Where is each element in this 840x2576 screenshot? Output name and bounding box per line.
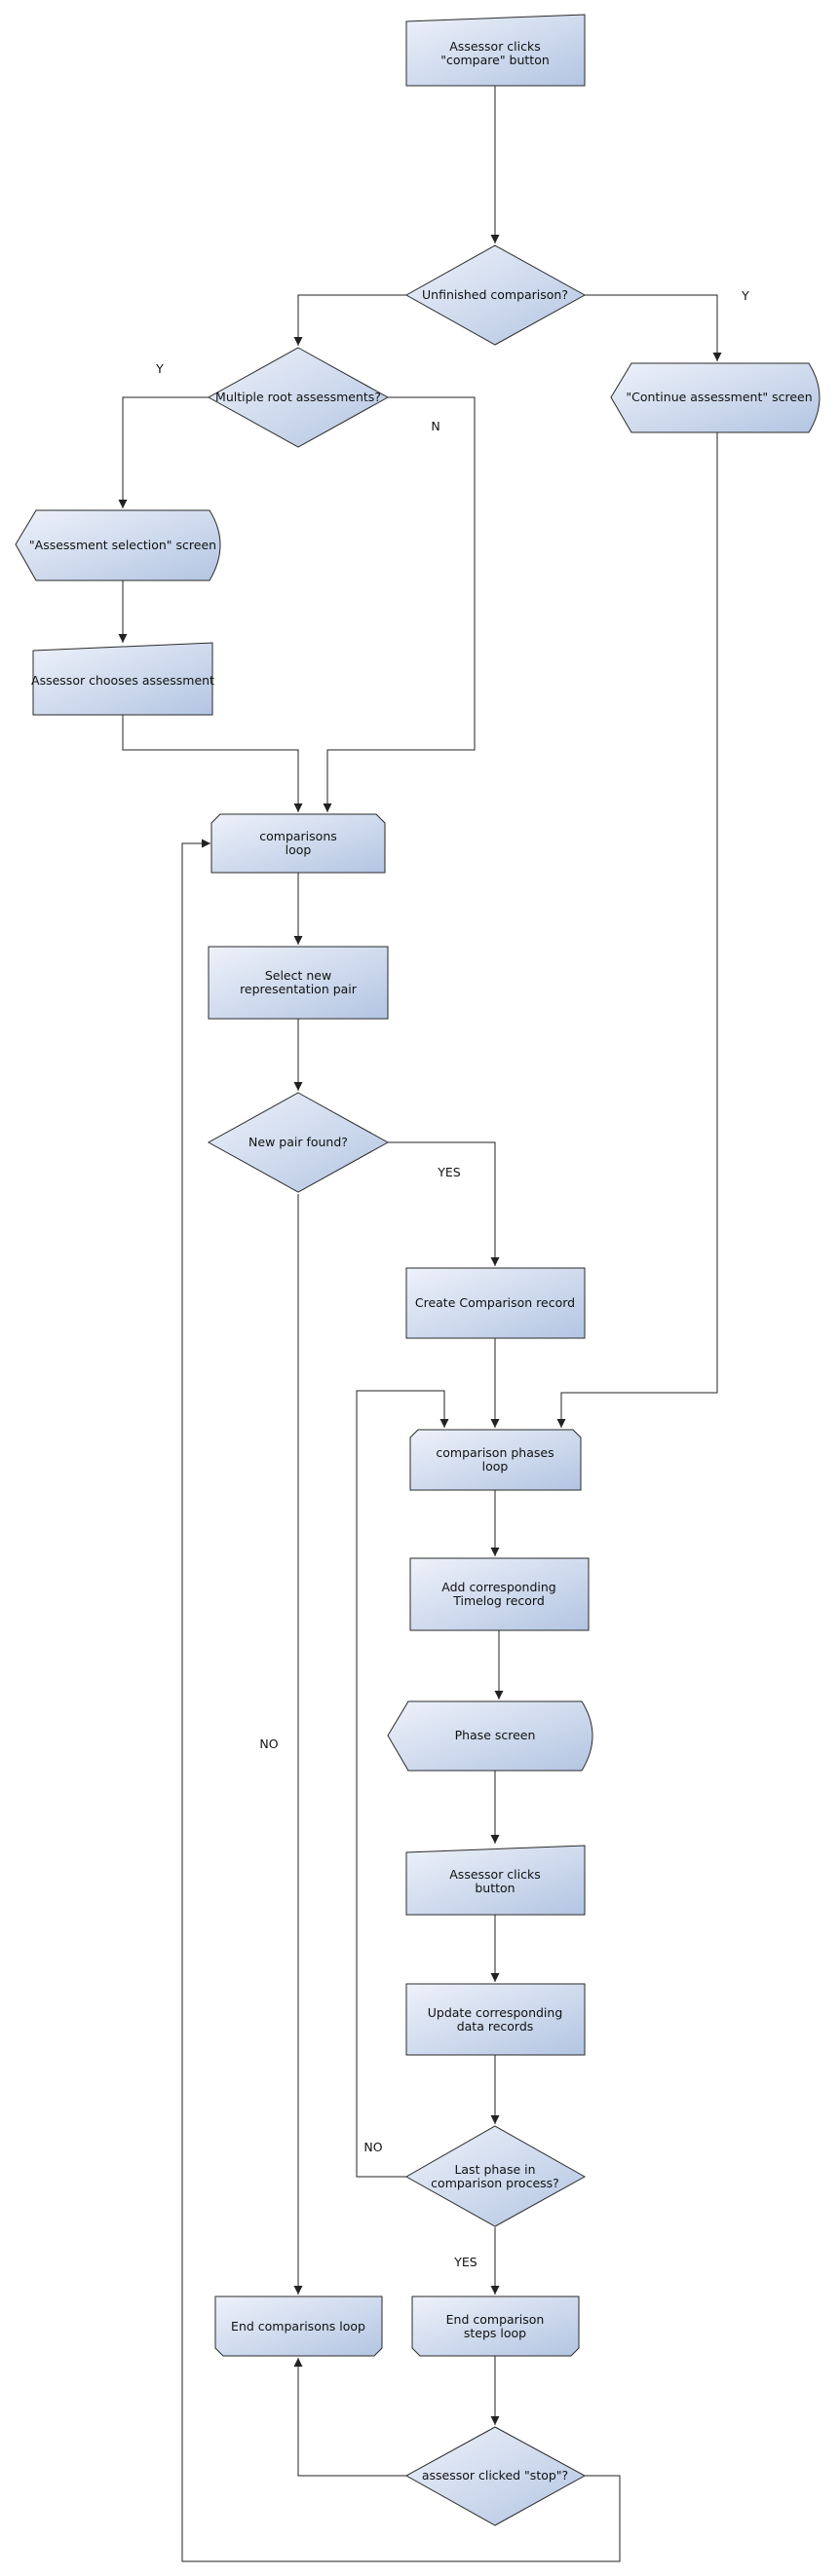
edge-label-last-phase-no: NO (363, 2140, 382, 2154)
edge-unfinished-yes-to-continue (585, 294, 722, 361)
edge-label-last-phase-yes: YES (453, 2255, 477, 2269)
create-comparison-record-line: Create Comparison record (415, 1295, 575, 1310)
edge-multiple-yes-to-selection (118, 396, 209, 508)
edge-continue-to-phasesloop (556, 432, 718, 1428)
update-data-records-line: Update corresponding (428, 2005, 563, 2020)
node-unfinished-comparison-label: Unfinished comparison? (422, 287, 568, 302)
edge-stop-yes-to-endloop (293, 2358, 406, 2477)
node-new-pair-found: New pair found? (207, 1092, 390, 1193)
edge-choose-to-loop (122, 715, 303, 812)
node-assessor-clicked-stop: assessor clicked "stop"? (404, 2426, 587, 2526)
node-multiple-root-assessments: Multiple root assessments? (207, 347, 390, 448)
edges (118, 86, 722, 2562)
unfinished-comparison-line: Unfinished comparison? (422, 287, 568, 302)
node-continue-assessment-screen-label: "Continue assessment" screen (626, 390, 812, 404)
node-assessor-chooses-assessment-label: Assessor chooses assessment (31, 673, 214, 688)
node-new-pair-found-label: New pair found? (248, 1135, 348, 1149)
comparison-phases-loop-line: loop (482, 1459, 509, 1474)
select-new-pair-line: Select new (265, 968, 331, 983)
edge-newpair-yes-to-create (388, 1141, 500, 1266)
last-phase-line: comparison process? (431, 2176, 559, 2190)
assessor-chooses-assessment-line: Assessor chooses assessment (31, 673, 214, 688)
update-data-records-line: data records (457, 2019, 534, 2034)
select-new-pair-line: representation pair (240, 982, 358, 996)
node-phase-screen-label: Phase screen (455, 1728, 536, 1742)
assessor-clicks-compare-line: "compare" button (440, 53, 550, 67)
node-phase-screen: Phase screen (387, 1700, 593, 1772)
node-multiple-root-assessments-label: Multiple root assessments? (215, 390, 381, 404)
comparison-phases-loop-line: comparison phases (436, 1445, 554, 1460)
node-assessor-clicks-compare-label: Assessor clicks"compare" button (440, 39, 550, 67)
node-assessment-selection-screen-label: "Assessment selection" screen (29, 538, 216, 552)
edge-label-multiple-yes: Y (155, 361, 164, 376)
assessor-clicks-button-line: Assessor clicks (449, 1867, 541, 1882)
edge-stop-no-to-comparisons-loop (181, 839, 621, 2562)
edge-label-unfinished-yes: Y (741, 288, 749, 303)
node-assessor-chooses-assessment: Assessor chooses assessment (31, 642, 214, 716)
continue-assessment-screen-line: "Continue assessment" screen (626, 390, 812, 404)
node-end-comparisons-loop-label: End comparisons loop (231, 2319, 365, 2333)
edge-labels: Y Y N YES NO NO YES (155, 288, 749, 2269)
node-create-comparison-record: Create Comparison record (405, 1267, 586, 1339)
node-end-comparisons-loop: End comparisons loop (214, 2296, 383, 2357)
add-timelog-record-line: Timelog record (452, 1593, 545, 1608)
end-comparisons-loop-line: End comparisons loop (231, 2319, 365, 2333)
add-timelog-record-line: Add corresponding (441, 1580, 555, 1594)
assessor-clicks-compare-line: Assessor clicks (449, 39, 541, 54)
assessor-clicked-stop-line: assessor clicked "stop"? (422, 2468, 568, 2483)
edge-label-multiple-no: N (431, 419, 439, 433)
comparisons-loop-line: loop (286, 842, 312, 857)
end-comparison-steps-loop-line: steps loop (464, 2326, 526, 2340)
node-assessor-clicked-stop-label: assessor clicked "stop"? (422, 2468, 568, 2483)
edge-unfinished-no-to-multiple (293, 294, 406, 346)
node-create-comparison-record-label: Create Comparison record (415, 1295, 575, 1310)
edge-multiple-no-to-loop (323, 396, 476, 812)
new-pair-found-line: New pair found? (248, 1135, 348, 1149)
node-unfinished-comparison: Unfinished comparison? (404, 244, 587, 346)
edge-lastphase-no-to-phasesloop (356, 1390, 449, 2178)
last-phase-line: Last phase in (454, 2162, 535, 2177)
node-assessor-clicks-compare: Assessor clicks"compare" button (405, 14, 586, 87)
edge-label-pair-found-no: NO (259, 1736, 278, 1751)
assessment-selection-screen-line: "Assessment selection" screen (29, 538, 216, 552)
edge-label-pair-found-yes: YES (437, 1165, 461, 1179)
multiple-root-assessments-line: Multiple root assessments? (215, 390, 381, 404)
comparisons-loop-line: comparisons (259, 829, 337, 843)
node-assessment-selection-screen: "Assessment selection" screen (15, 509, 221, 581)
phase-screen-line: Phase screen (455, 1728, 536, 1742)
end-comparison-steps-loop-line: End comparison (446, 2312, 545, 2327)
nodes: Assessor clicks"compare" button Unfinish… (15, 14, 821, 2526)
node-continue-assessment-screen: "Continue assessment" screen (610, 362, 821, 433)
assessor-clicks-button-line: button (475, 1881, 515, 1895)
